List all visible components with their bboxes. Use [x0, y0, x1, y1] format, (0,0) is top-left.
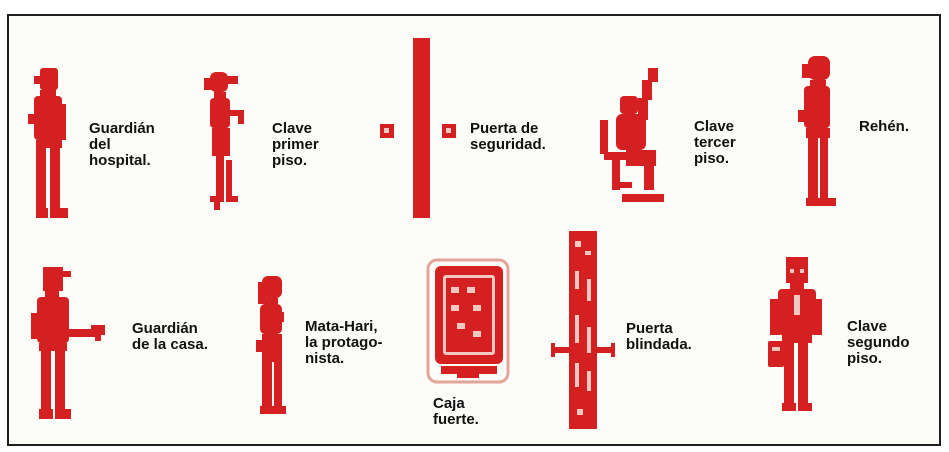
second-floor-key-man-sprite	[768, 257, 822, 411]
legend-label-second-floor-key: Clave segundo piso.	[847, 318, 910, 367]
first-floor-key-woman-sprite	[204, 72, 244, 210]
third-floor-key-seated-sprite	[600, 68, 664, 202]
armored-door-sprite	[551, 231, 615, 429]
legend-label-hospital-guard: Guardián del hospital.	[89, 120, 155, 169]
legend-label-armored-door: Puerta blindada.	[626, 320, 692, 353]
legend-label-first-floor-key: Clave primer piso.	[272, 120, 319, 169]
safe-sprite	[426, 258, 510, 384]
mata-hari-sprite	[256, 276, 286, 414]
legend-label-security-door: Puerta de seguridad.	[470, 120, 546, 153]
hostage-sprite	[798, 56, 836, 206]
legend-label-house-guard: Guardián de la casa.	[132, 320, 208, 353]
legend-label-safe: Caja fuerte.	[433, 395, 479, 428]
legend-label-mata-hari: Mata-Hari, la protago- nista.	[305, 318, 383, 367]
legend-label-hostage: Rehén.	[859, 118, 910, 135]
house-guard-sprite	[31, 267, 105, 419]
hospital-guard-sprite	[28, 68, 68, 218]
legend-label-third-floor-key: Clave tercer piso.	[694, 118, 736, 167]
security-door-sprite	[380, 38, 456, 218]
